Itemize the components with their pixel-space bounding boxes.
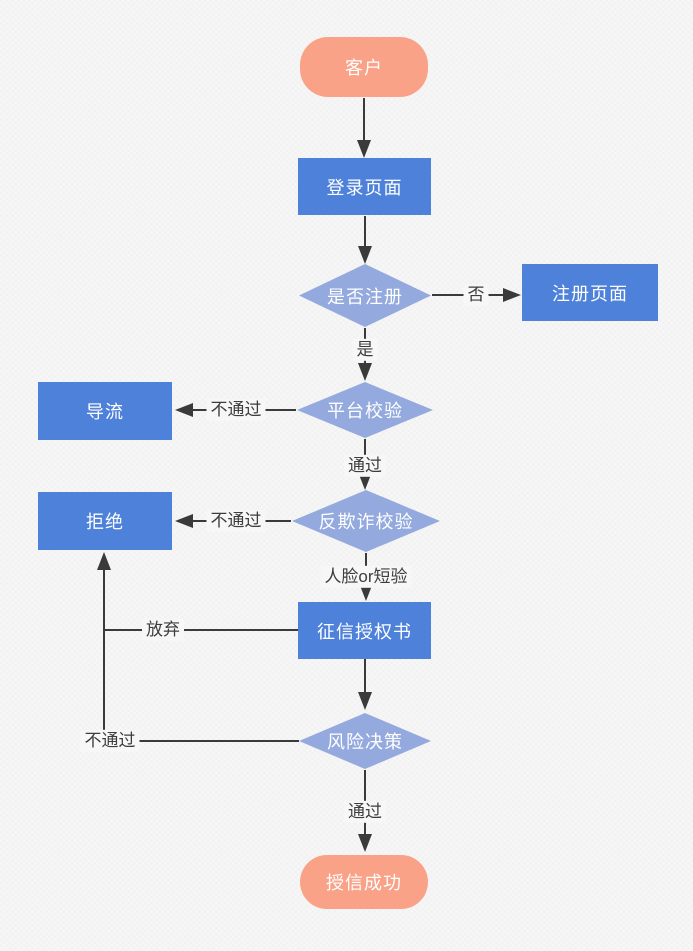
node-credit-auth: 征信授权书 (298, 602, 431, 659)
edge-label-pass-risk: 通过 (344, 800, 386, 824)
node-divert-label: 导流 (86, 402, 124, 422)
node-login-page: 登录页面 (298, 158, 431, 215)
node-register-page-label: 注册页面 (552, 283, 628, 304)
edge-risk-fail-to-reject (97, 552, 299, 742)
node-platform-check-label: 平台校验 (327, 401, 403, 421)
node-register-page: 注册页面 (522, 264, 658, 321)
edge-label-fail-antifraud: 不通过 (206, 509, 266, 533)
edge-label-no: 否 (463, 283, 489, 307)
edge-label-abandon: 放弃 (142, 618, 184, 642)
node-login-page-label: 登录页面 (326, 177, 403, 198)
node-credit-auth-label: 征信授权书 (317, 621, 412, 642)
edge-label-yes: 是 (352, 338, 378, 362)
node-risk-decision-label: 风险决策 (327, 732, 403, 752)
node-customer: 客户 (300, 37, 428, 97)
node-credit-success: 授信成功 (300, 855, 428, 909)
node-divert: 导流 (38, 382, 172, 440)
node-register-check-label: 是否注册 (327, 286, 403, 307)
node-antifraud-check-label: 反欺诈校验 (318, 512, 414, 532)
node-reject-label: 拒绝 (86, 512, 124, 532)
edge-label-face-or-sms: 人脸or短验 (320, 565, 412, 589)
node-credit-success-label: 授信成功 (326, 873, 402, 893)
node-reject: 拒绝 (38, 492, 172, 550)
edge-label-pass-platform: 通过 (344, 454, 386, 478)
node-customer-label: 客户 (345, 58, 383, 78)
edge-label-fail-risk: 不通过 (80, 729, 140, 753)
edge-label-fail-platform: 不通过 (206, 398, 266, 422)
